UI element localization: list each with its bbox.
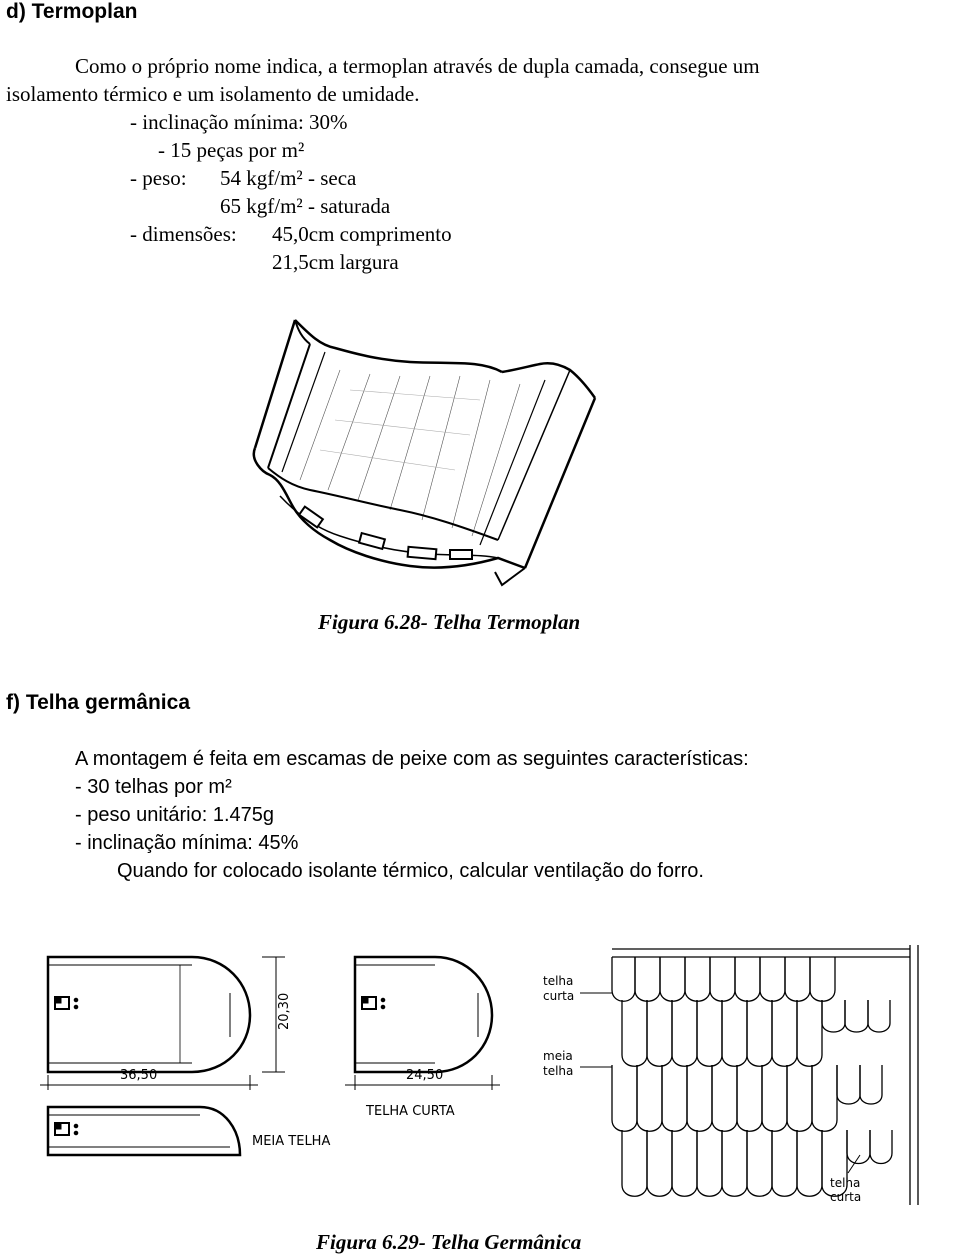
callout-meia-telha-2: telha (543, 1064, 573, 1078)
callout-telha-curta-1: telha (543, 974, 573, 988)
termoplan-tile-illustration (252, 319, 597, 587)
spec-peso-saturada: 65 kgf/m² - saturada (220, 194, 391, 218)
dim-width-full-label: 36,50 (120, 1068, 157, 1083)
spec-dim-label: - dimensões: (130, 222, 237, 246)
callout-meia-telha-1: meia (543, 1049, 573, 1063)
callout-bottom-2: curta (830, 1190, 861, 1204)
callout-telha-curta-2: curta (543, 989, 574, 1003)
figure-6-29-caption: Figura 6.29- Telha Germânica (316, 1230, 582, 1254)
section-f-heading: f) Telha germânica (6, 691, 190, 714)
full-tile-plan (40, 955, 285, 1090)
fish-scale-roof-elevation (611, 945, 919, 1205)
spec-peso-seca: 54 kgf/m² - seca (220, 166, 357, 190)
spec-peso-label: - peso: (130, 166, 187, 190)
section-d-intro-line1: Como o próprio nome indica, a termoplan … (75, 54, 760, 78)
note-isolante: Quando for colocado isolante térmico, ca… (117, 860, 704, 882)
short-tile-plan (345, 955, 500, 1090)
section-d-intro-line2: isolamento térmico e um isolamento de um… (6, 82, 420, 106)
spec-pecas: - 15 peças por m² (158, 138, 305, 162)
germanic-tile-drawing: 20,30 36,50 24,50 TELHA CURTA MEIA TELHA (40, 945, 919, 1205)
figure-6-28-caption: Figura 6.28- Telha Termoplan (318, 610, 581, 634)
label-telha-curta: TELHA CURTA (365, 1104, 455, 1119)
dim-width-short-label: 24,50 (406, 1068, 443, 1083)
spec-dim-comprimento: 45,0cm comprimento (272, 222, 452, 246)
spec-peso-unitario: - peso unitário: 1.475g (75, 804, 275, 826)
section-d-heading: d) Termoplan (6, 0, 138, 23)
spec-telhas: - 30 telhas por m² (75, 776, 232, 798)
spec-dim-largura: 21,5cm largura (272, 250, 399, 274)
label-meia-telha: MEIA TELHA (252, 1134, 330, 1149)
dim-height-label: 20,30 (277, 993, 292, 1030)
callout-bottom-1: telha (830, 1176, 860, 1190)
half-tile-plan (46, 1105, 242, 1157)
spec-inclinacao: - inclinação mínima: 30% (130, 110, 348, 134)
spec-inclinacao-germanica: - inclinação mínima: 45% (75, 832, 299, 854)
section-f-intro: A montagem é feita em escamas de peixe c… (75, 748, 749, 770)
